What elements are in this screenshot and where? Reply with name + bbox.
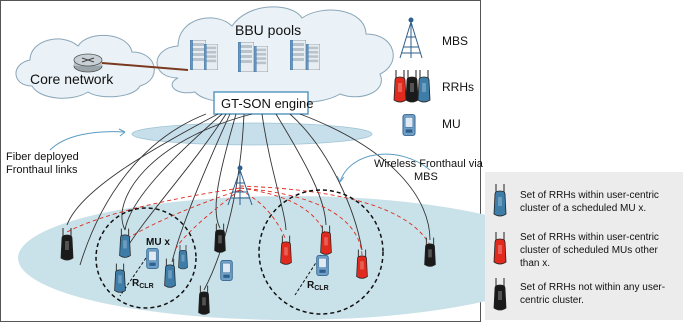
wireless-label-line1: Wireless Fronthaul via: [374, 158, 484, 170]
fiber-label-line1: Fiber deployed: [6, 151, 79, 163]
side-legend-item2-line3: than x.: [520, 258, 550, 269]
mu-x-label: MU x: [146, 237, 170, 248]
mu-legend-phone-icon: [402, 114, 416, 136]
cluster-circle-left: [95, 207, 197, 309]
r-clr-left-label: RCLR: [132, 278, 154, 290]
mu-legend-label: MU: [442, 117, 461, 131]
mu-center-phone-icon: [220, 260, 233, 281]
rrh-legend-blue-icon: [417, 69, 431, 103]
r-clr-left-main: R: [132, 278, 140, 289]
wireless-callout-arrow: [336, 153, 431, 183]
mu-x-phone-icon: [146, 248, 159, 269]
mbs-legend-icon: [399, 17, 423, 59]
gt-son-engine-label: GT-SON engine: [221, 96, 314, 111]
r-clr-left-subscript: CLR: [139, 283, 153, 290]
side-legend-item2-line2: cluster of scheduled MUs other: [520, 245, 659, 256]
rrh-legend-red-icon: [393, 69, 407, 103]
wireless-label-line2: MBS: [414, 171, 438, 183]
router-icon: [73, 53, 103, 73]
side-legend-item3-line1: Set of RRHs not within any user-: [520, 282, 665, 293]
side-legend-item2-line1: Set of RRHs within user-centric: [520, 232, 659, 243]
bbu-pools-label: BBU pools: [235, 22, 301, 38]
fiber-links: [66, 113, 431, 291]
r-clr-right-main: R: [307, 280, 315, 291]
side-legend-item1-line1: Set of RRHs within user-centric: [520, 190, 659, 201]
side-legend-panel: [485, 172, 683, 320]
side-legend-item3-line2: centric cluster.: [520, 295, 584, 306]
fiber-callout-arrow: [49, 128, 126, 151]
core-network-label: Core network: [30, 71, 114, 87]
r-clr-radius-left: [119, 257, 147, 297]
r-clr-right-subscript: CLR: [314, 285, 328, 292]
rrhs-legend-label: RRHs: [442, 80, 474, 94]
gt-son-engine-box: [213, 91, 309, 115]
mbs-legend-label: MBS: [442, 34, 468, 48]
side-legend-item1-line2: cluster of a scheduled MU x.: [520, 203, 646, 214]
mbs-tower-center: [227, 165, 253, 206]
cluster-circle-right: [258, 189, 384, 315]
rrh-legend-black-icon: [405, 69, 419, 103]
r-clr-right-label: RCLR: [307, 280, 329, 292]
fiber-label-line2: Fronthaul links: [6, 164, 78, 176]
core-network-link: [89, 61, 189, 71]
mu-right-phone-icon: [316, 255, 329, 276]
